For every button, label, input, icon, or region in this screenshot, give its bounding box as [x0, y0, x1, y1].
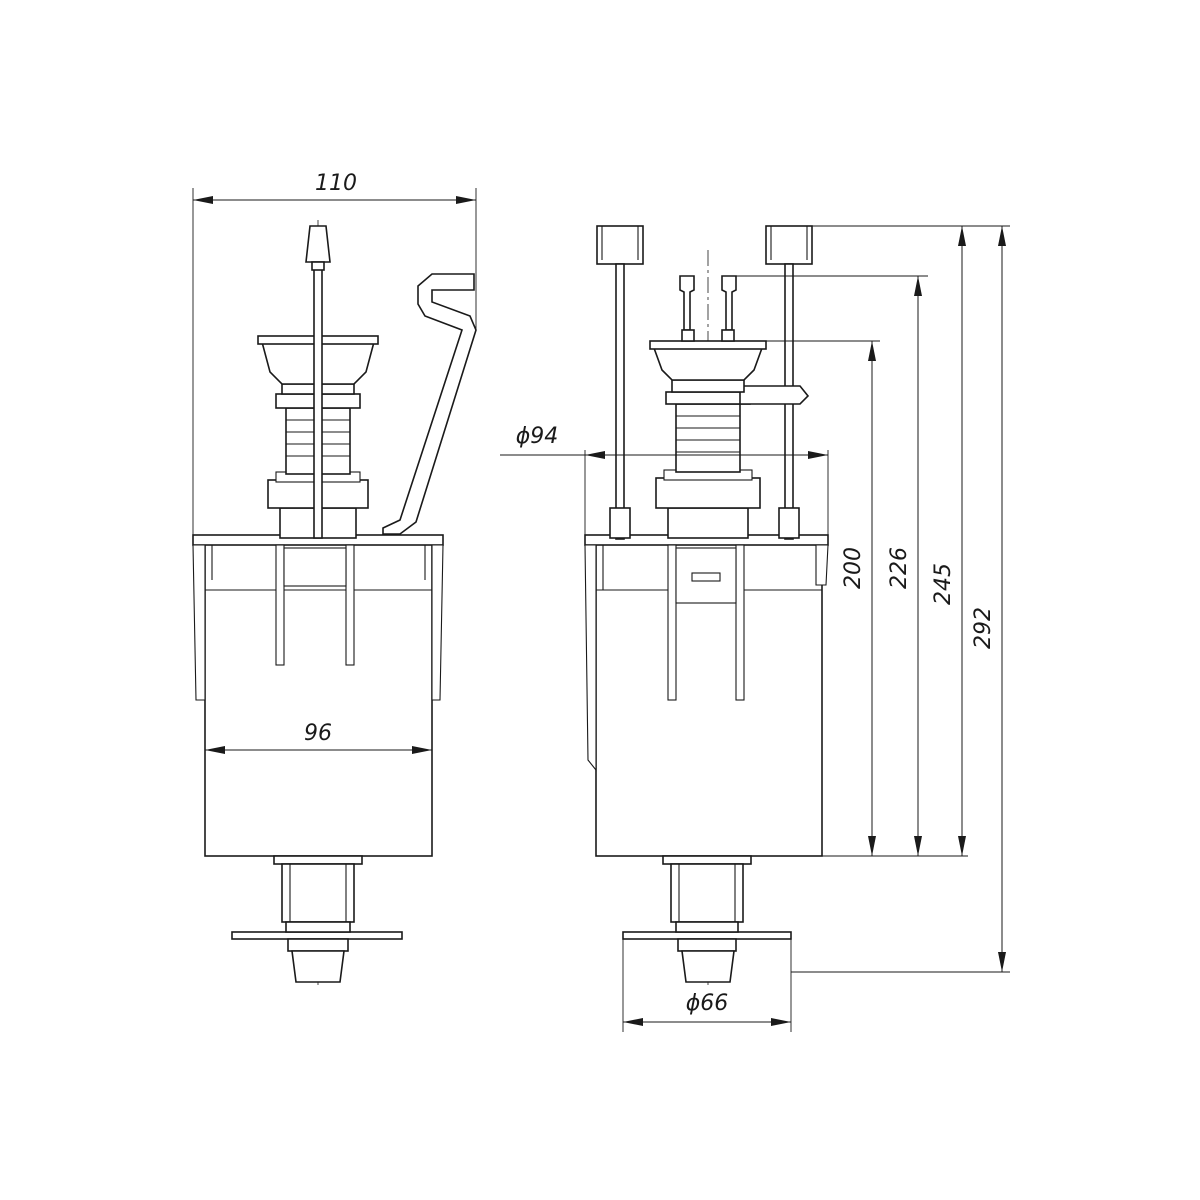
dim-diameter-flange: ϕ66	[622, 939, 792, 1032]
dim-label-245: 245	[931, 563, 956, 605]
dim-label-phi94: ϕ94	[516, 424, 559, 449]
front-tank-body	[192, 534, 444, 857]
side-tank-body	[584, 534, 829, 857]
dim-label-292: 292	[971, 607, 996, 649]
side-valve-column	[649, 275, 810, 539]
side-outlet	[622, 855, 792, 983]
dim-label-96: 96	[304, 721, 332, 746]
dim-height-292: 292	[971, 226, 1006, 972]
dim-label-110: 110	[315, 171, 357, 196]
front-handle	[305, 225, 331, 539]
side-view: ϕ94 ϕ66 200	[500, 225, 1010, 1032]
dim-extension-lines	[736, 225, 1010, 973]
dim-height-200: 200	[841, 341, 876, 856]
front-lever-arm	[382, 273, 477, 535]
dim-label-200: 200	[841, 547, 866, 589]
dim-width-overall: 110	[192, 171, 477, 545]
front-outlet	[231, 855, 403, 983]
dim-height-245: 245	[931, 226, 966, 856]
dim-height-226: 226	[887, 276, 922, 856]
dim-width-body: 96	[205, 721, 432, 754]
dim-label-226: 226	[887, 547, 912, 589]
dim-label-phi66: ϕ66	[686, 991, 729, 1016]
dim-diameter-body: ϕ94	[500, 424, 829, 545]
front-view: 110 96	[192, 171, 477, 985]
